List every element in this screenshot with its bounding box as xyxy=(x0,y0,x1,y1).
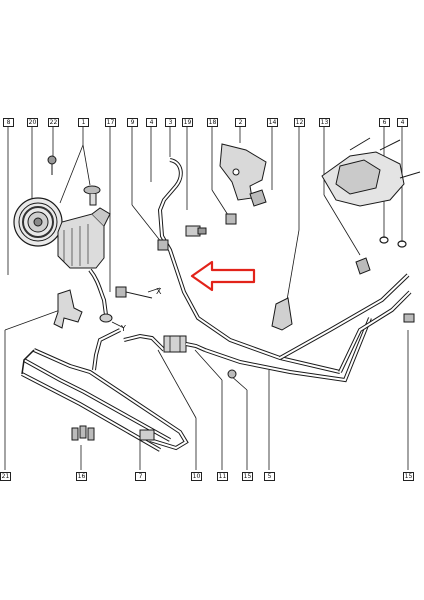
callout-1: 1 xyxy=(78,118,89,127)
bolt-part xyxy=(47,155,57,175)
callout-18: 18 xyxy=(207,118,218,127)
callout-15-right: 15 xyxy=(403,472,414,481)
callout-17: 17 xyxy=(105,118,116,127)
pipe-clip-right xyxy=(355,257,415,323)
o-ring-seal xyxy=(379,236,407,248)
callout-13: 13 xyxy=(319,118,330,127)
mounting-bracket xyxy=(53,289,83,329)
steering-bracket xyxy=(219,143,267,201)
tube-clamp xyxy=(71,425,95,441)
pump-pulley xyxy=(13,197,63,247)
steering-rack xyxy=(321,137,421,207)
pressure-pipe xyxy=(157,158,412,383)
callout-8: 8 xyxy=(3,118,14,127)
callout-16: 16 xyxy=(76,472,87,481)
callout-22: 22 xyxy=(48,118,59,127)
view-label-y: Y xyxy=(121,324,126,333)
pipe-fitting xyxy=(157,225,207,251)
callout-21: 21 xyxy=(0,472,11,481)
callout-19: 19 xyxy=(182,118,193,127)
highlight-arrow xyxy=(190,260,256,292)
leader-lines xyxy=(4,127,409,470)
callout-12: 12 xyxy=(294,118,305,127)
callout-10: 10 xyxy=(191,472,202,481)
callout-11: 11 xyxy=(217,472,228,481)
pipe-support-bracket xyxy=(271,297,293,331)
callout-14: 14 xyxy=(267,118,278,127)
callout-5: 5 xyxy=(264,472,275,481)
callout-4-right: 4 xyxy=(397,118,408,127)
callout-20: 20 xyxy=(27,118,38,127)
pump-feed-hose xyxy=(88,268,108,316)
callout-2: 2 xyxy=(235,118,246,127)
callout-9: 9 xyxy=(127,118,138,127)
cooler-tube-loop xyxy=(21,348,189,452)
callout-15-left: 15 xyxy=(242,472,253,481)
callout-6: 6 xyxy=(379,118,390,127)
small-clip xyxy=(225,189,267,225)
middle-hose-assembly xyxy=(123,333,237,379)
callout-4-left: 4 xyxy=(146,118,157,127)
callout-7: 7 xyxy=(135,472,146,481)
callout-3: 3 xyxy=(165,118,176,127)
view-label-x: X xyxy=(156,287,162,296)
view-markers xyxy=(111,287,161,329)
hose-clip xyxy=(115,286,153,299)
power-steering-pump xyxy=(57,185,111,269)
